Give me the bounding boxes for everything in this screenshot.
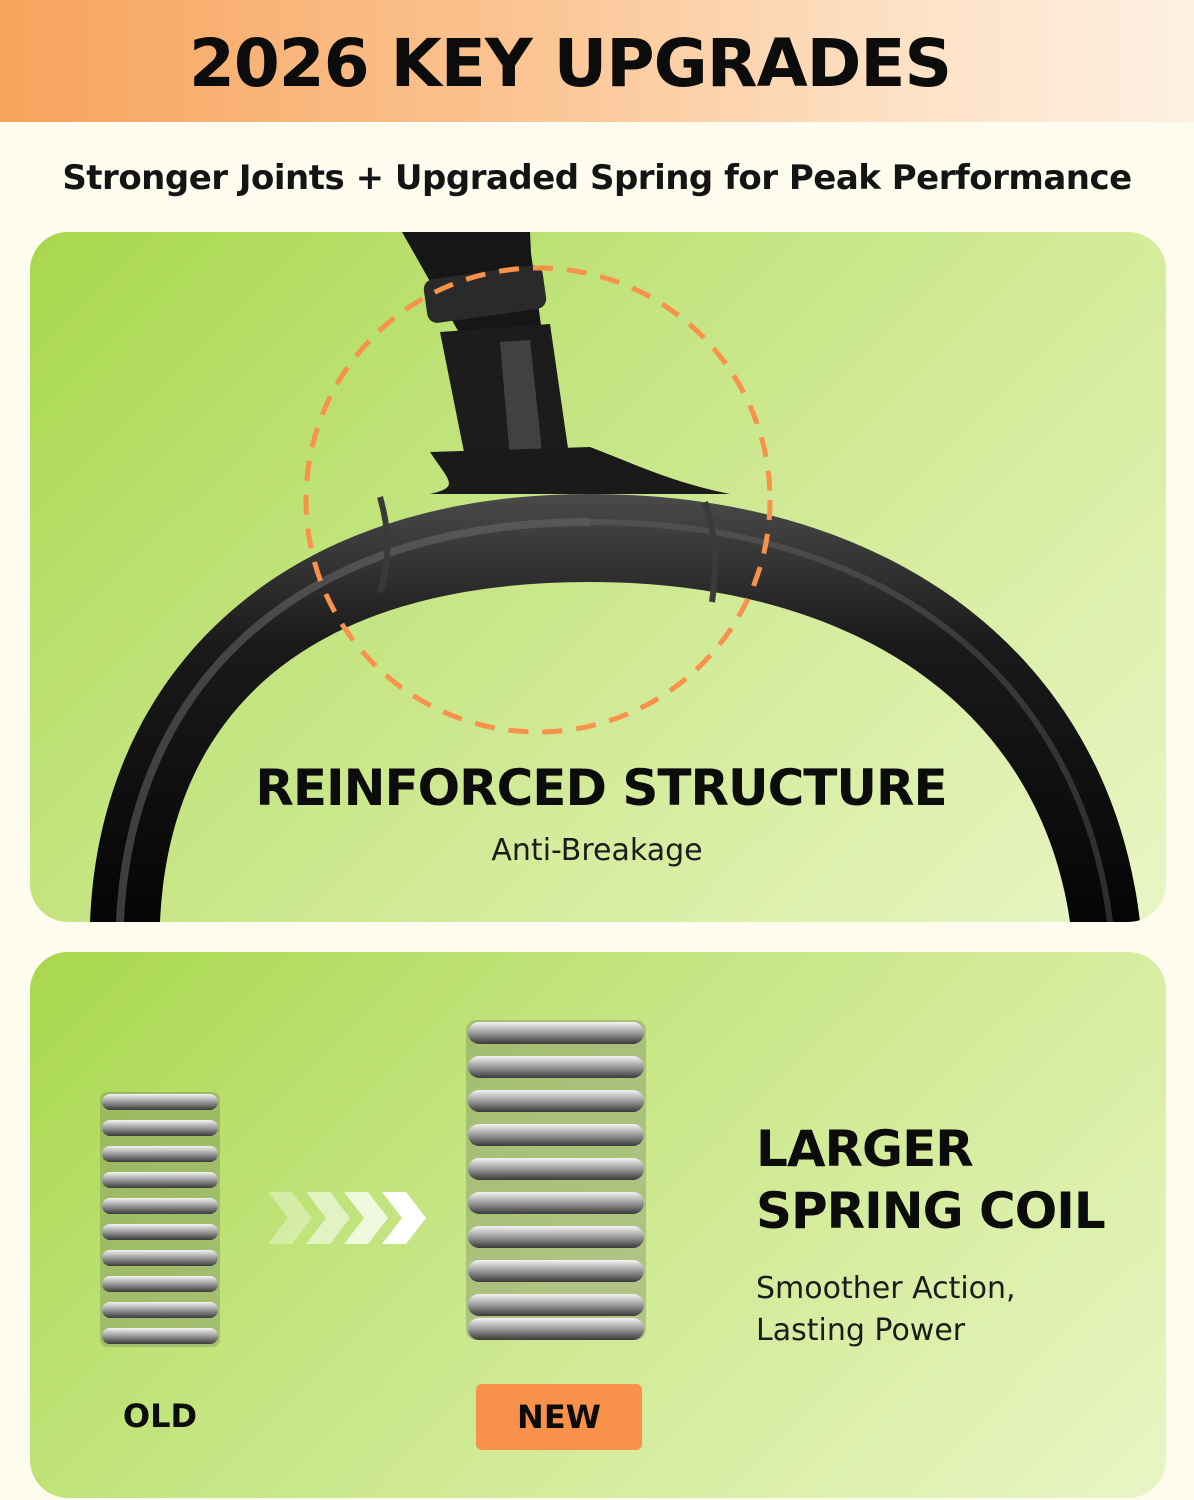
old-spring-icon xyxy=(100,1092,220,1347)
page-title: 2026 KEY UPGRADES xyxy=(188,25,952,102)
old-label: OLD xyxy=(122,1397,198,1435)
header-banner: 2026 KEY UPGRADES xyxy=(0,0,1194,122)
spring-title-line1: LARGER xyxy=(756,1120,974,1178)
structure-subtitle: Anti-Breakage xyxy=(491,833,703,868)
handle-joint-illustration xyxy=(90,232,1140,922)
spring-subtitle-line1: Smoother Action, xyxy=(756,1271,1016,1306)
spring-subtitle-line2: Lasting Power xyxy=(756,1313,966,1348)
new-badge: NEW xyxy=(476,1384,642,1450)
spring-title-line2: SPRING COIL xyxy=(756,1182,1106,1240)
structure-title: REINFORCED STRUCTURE xyxy=(255,759,947,817)
spring-subtitle: Smoother Action, Lasting Power xyxy=(756,1268,1176,1352)
structure-panel xyxy=(30,232,1166,922)
dashed-circle-icon xyxy=(303,265,773,735)
chevron-right-icon xyxy=(268,1192,426,1244)
page-subtitle: Stronger Joints + Upgraded Spring for Pe… xyxy=(62,158,1132,198)
new-spring-icon xyxy=(466,1020,646,1340)
spring-title: LARGER SPRING COIL xyxy=(756,1118,1176,1242)
spring-comparison-illustration xyxy=(100,1020,646,1347)
